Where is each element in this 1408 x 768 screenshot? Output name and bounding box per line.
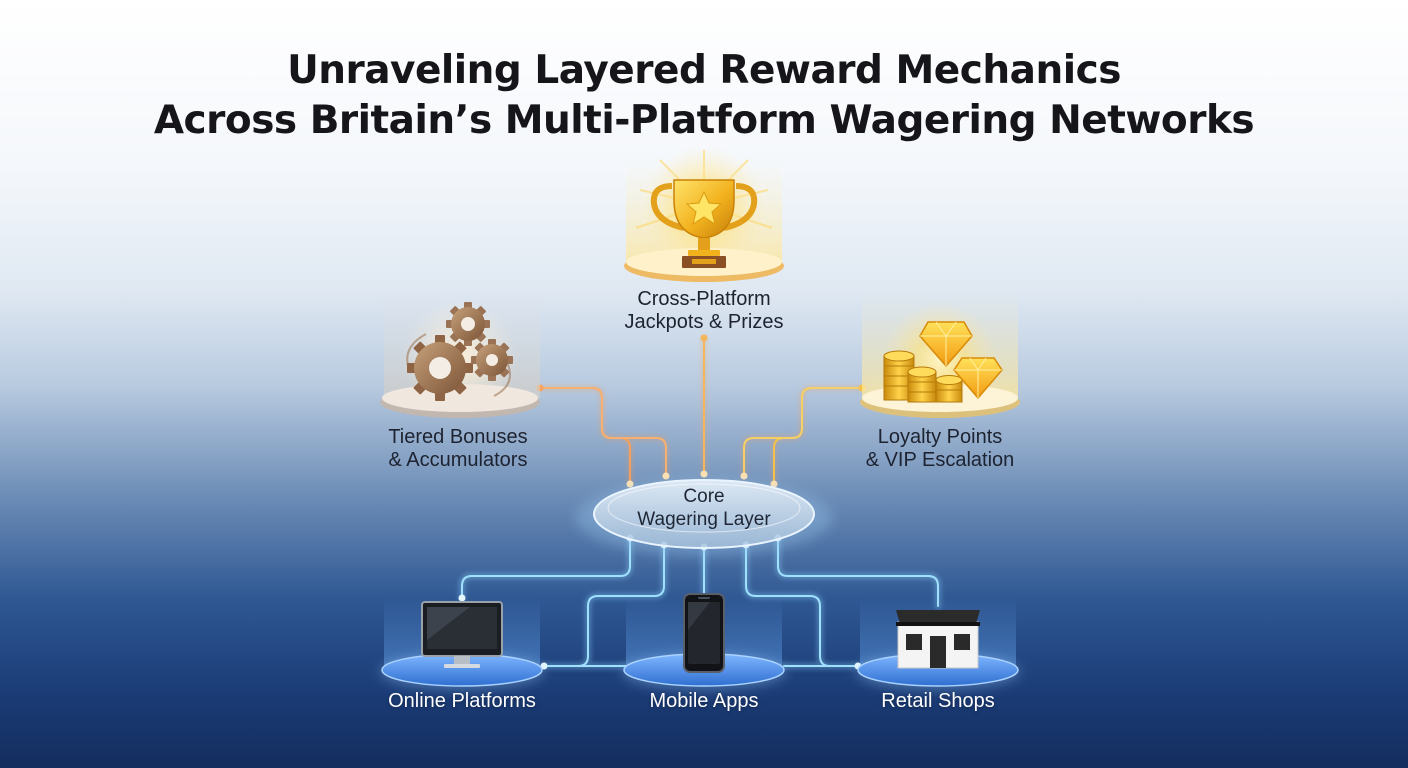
retail-label: Retail Shops [881,690,995,712]
bonuses-label-line-2: & Accumulators [388,449,528,471]
storefront-icon [896,610,980,669]
coin-stack-right [935,375,963,403]
trophy-node [624,146,784,282]
connector-core-retail-a [745,544,859,667]
bonuses-label: Tiered Bonuses & Accumulators [358,426,558,472]
mobile-node [622,593,786,690]
connector-loyalty-core-b [743,387,863,477]
core-wagering-disc [576,479,832,556]
core-label: Core Wagering Layer [604,485,804,531]
mobile-label: Mobile Apps [649,690,759,712]
trophy-icon [650,179,758,268]
diamond-large [919,321,973,368]
jackpots-label-line-1: Cross-Platform [637,288,771,310]
page-title: Unraveling Layered Reward Mechanics Acro… [0,46,1408,146]
loyalty-label-line-2: & VIP Escalation [865,449,1015,471]
connector-core-online-b [543,544,665,667]
smartphone-icon [683,593,725,673]
gears-icon [407,302,513,401]
online-node [380,598,544,690]
connector-bonuses-core-b [539,387,667,477]
jackpots-label: Cross-Platform Jackpots & Prizes [604,288,804,334]
loyalty-label-line-1: Loyalty Points [877,426,1003,448]
connector-core-online-a [461,537,631,599]
coin-stack-middle [907,366,937,403]
lower-connectors [458,534,942,670]
jackpots-label-line-2: Jackpots & Prizes [624,311,784,333]
core-label-line-2: Wagering Layer [637,509,771,530]
online-label: Online Platforms [388,690,536,712]
diamond-small [953,357,1003,400]
upper-connectors [537,335,865,487]
loyalty-node [860,292,1020,418]
coins-diamonds-icon [883,321,1003,403]
title-line-1: Unraveling Layered Reward Mechanics [287,48,1121,93]
title-line-2: Across Britain’s Multi-Platform Wagering… [153,98,1255,143]
core-label-line-1: Core [683,486,725,507]
bonuses-label-line-1: Tiered Bonuses [388,426,528,448]
monitor-icon [421,601,503,668]
loyalty-label: Loyalty Points & VIP Escalation [840,426,1040,472]
connector-core-retail-b [777,537,939,607]
gears-node [380,292,540,418]
retail-node [856,598,1020,690]
